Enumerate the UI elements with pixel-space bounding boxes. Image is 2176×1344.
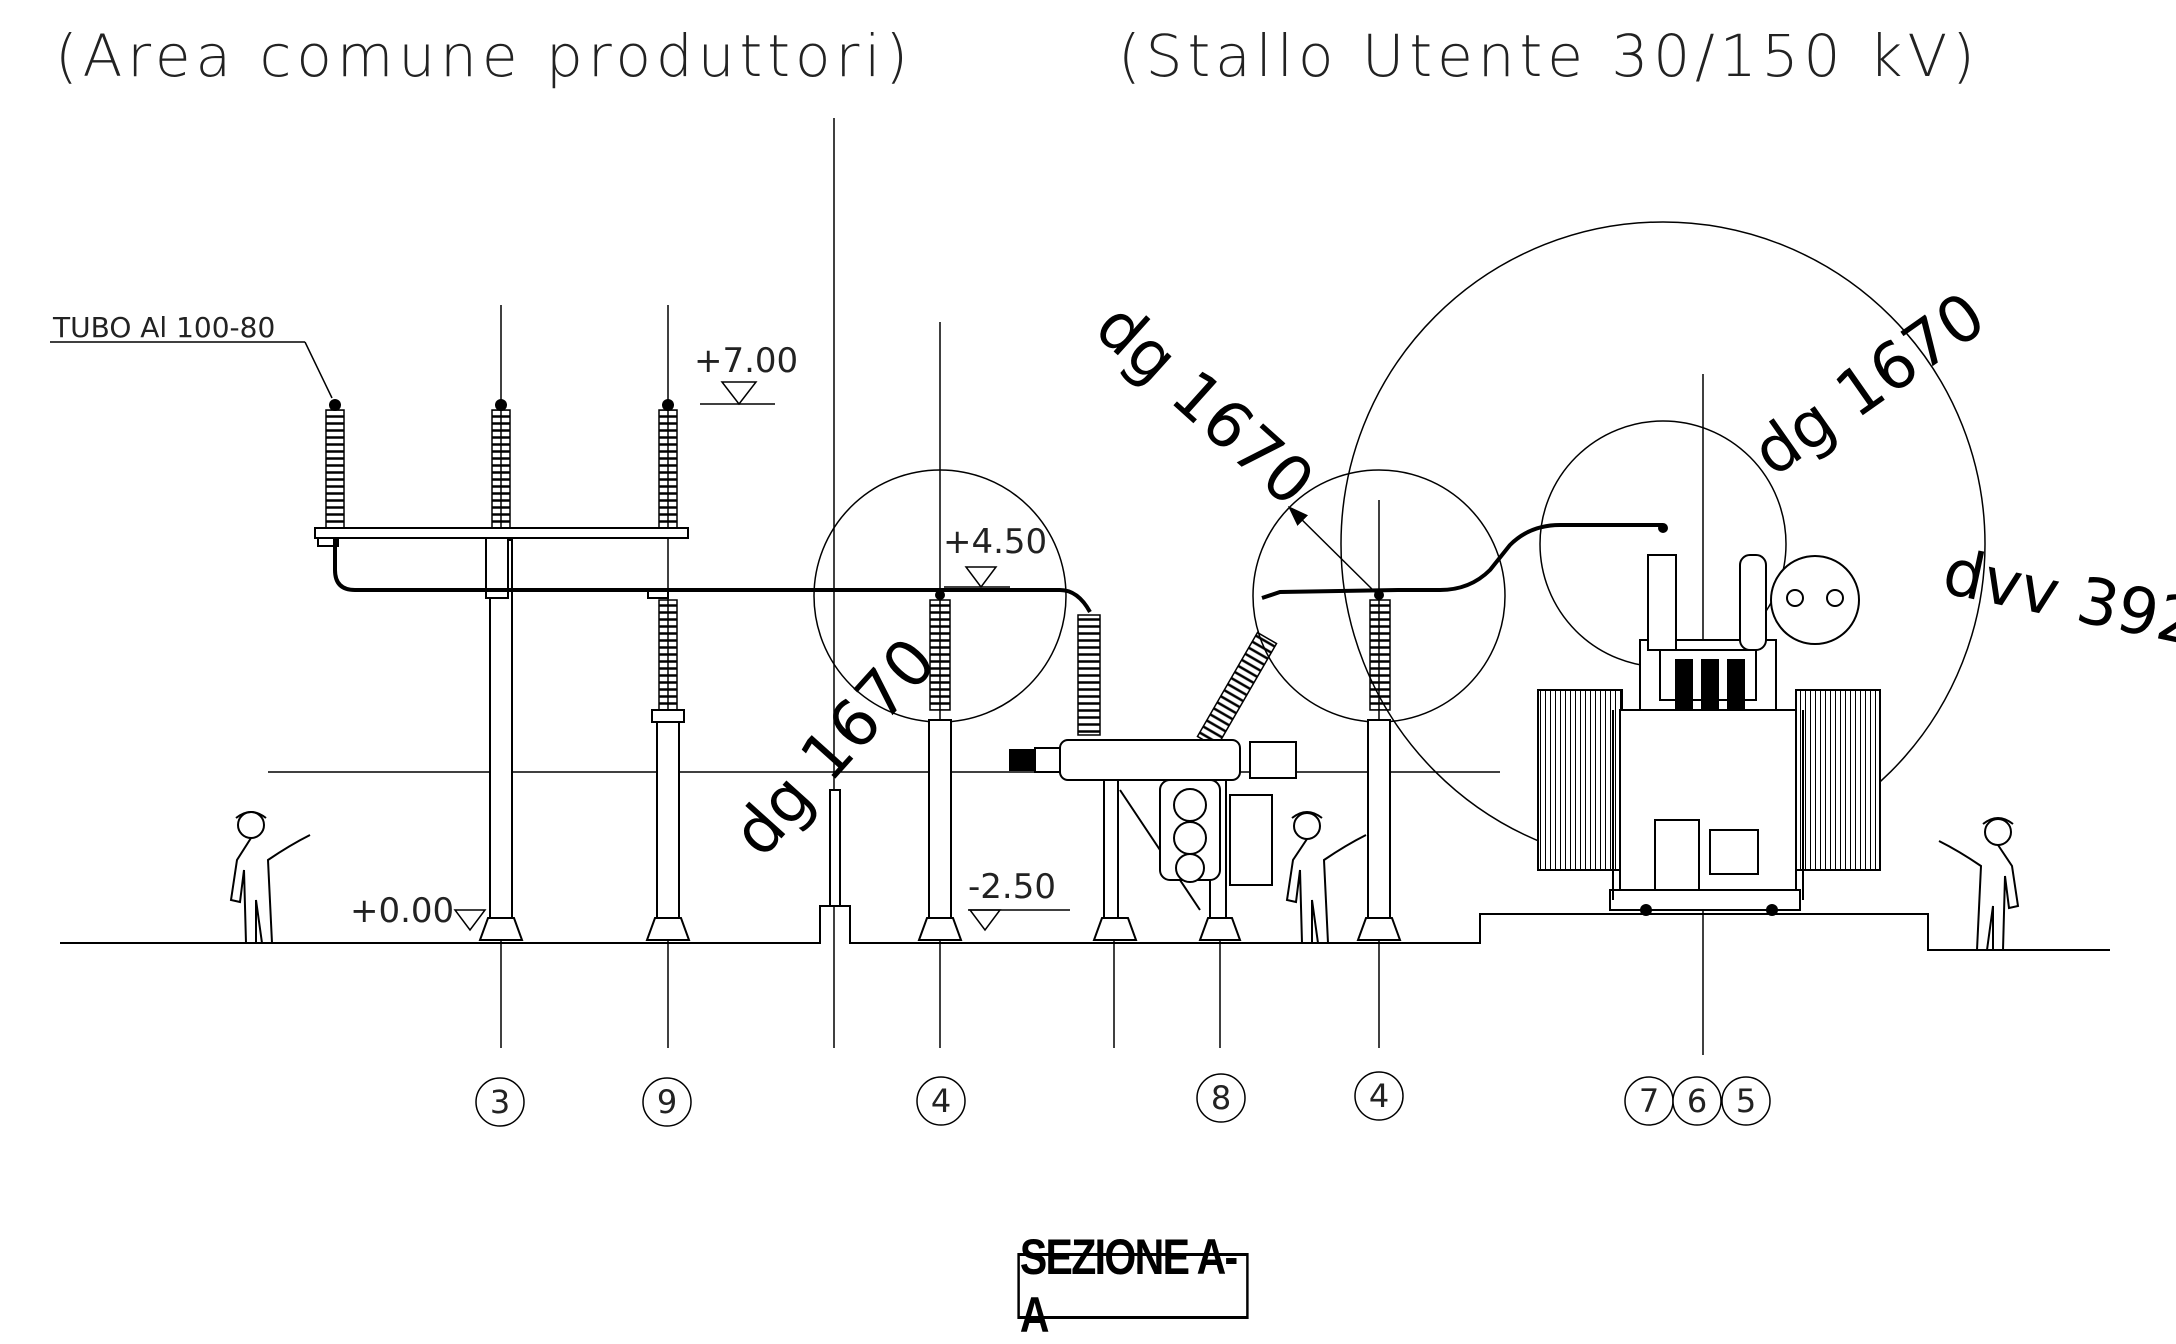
callout-5: 5 xyxy=(1736,1082,1756,1120)
column-bases xyxy=(478,917,1402,941)
callout-8: 8 xyxy=(1211,1079,1231,1117)
callout-4b: 4 xyxy=(1369,1077,1389,1115)
dvv-label: dvv 3920 xyxy=(1937,535,2176,670)
person-figure-3 xyxy=(1938,817,2020,951)
insulators xyxy=(325,409,1391,749)
callout-6: 6 xyxy=(1687,1082,1707,1120)
tubo-leader xyxy=(50,341,333,399)
level-marker-250 xyxy=(968,909,1070,932)
section-title: SEZIONE A-A xyxy=(1017,1229,1249,1343)
callout-7: 7 xyxy=(1639,1082,1659,1120)
callout-9: 9 xyxy=(657,1083,677,1121)
callout-group xyxy=(475,1071,1771,1127)
tubo-label: TUBO Al 100-80 xyxy=(52,311,275,344)
dg-label-right: dg 1670 xyxy=(1740,279,1999,491)
level-000: +0.00 xyxy=(350,891,454,931)
clearance-arrow xyxy=(1287,505,1380,597)
person-figure-1 xyxy=(229,811,311,944)
power-transformer xyxy=(1537,554,1881,911)
insulator-caps xyxy=(329,399,1668,600)
level-marker-450 xyxy=(944,566,1010,589)
dg-label-mid: dg 1670 xyxy=(1081,289,1327,521)
level-700: +7.00 xyxy=(694,341,798,381)
busbar-frame xyxy=(314,527,689,723)
header-left: (Area comune produttori) xyxy=(55,22,914,90)
ground-line xyxy=(60,905,2110,951)
callout-numbers: 3 9 4 8 4 7 6 5 xyxy=(490,1077,1756,1121)
busbar-conductor xyxy=(333,523,1663,613)
level-marker-700 xyxy=(700,381,775,406)
callout-3: 3 xyxy=(490,1083,510,1121)
header-right: (Stallo Utente 30/150 kV) xyxy=(1118,22,1980,90)
breaker-assembly xyxy=(1009,739,1297,886)
person-figure-2 xyxy=(1285,811,1367,944)
callout-4a: 4 xyxy=(931,1082,951,1120)
level-450: +4.50 xyxy=(943,522,1047,562)
level-250: -2.50 xyxy=(968,867,1056,907)
level-marker-000 xyxy=(453,909,487,932)
transformer-wheels xyxy=(1640,904,1778,916)
